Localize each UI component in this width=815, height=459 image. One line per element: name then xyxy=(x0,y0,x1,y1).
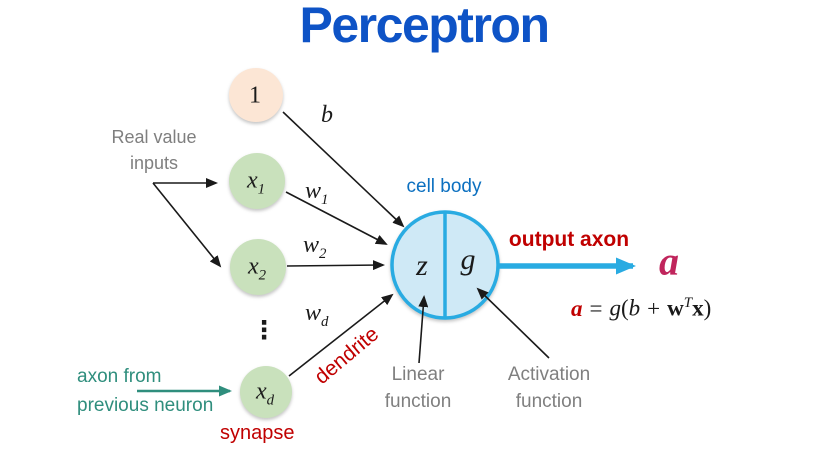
formula-a: a xyxy=(571,295,583,321)
xd-node-circle xyxy=(240,366,292,418)
formula-g: g xyxy=(609,295,621,321)
x2-sub: 2 xyxy=(258,267,267,284)
linear-function-line1: Linear xyxy=(391,364,445,385)
arrow-caption-to-x2 xyxy=(152,182,222,268)
wd-sub: d xyxy=(321,313,329,330)
arrow-linear-function-callout xyxy=(418,295,429,364)
ellipsis-dots: ⋮ xyxy=(251,315,277,345)
formula-transpose: T xyxy=(683,295,693,311)
formula-open-paren: ( xyxy=(620,295,629,321)
x2-node-label: x2 xyxy=(248,254,266,285)
xd-node-label: xd xyxy=(256,379,274,410)
axon-from-previous-line2: previous neuron xyxy=(77,395,214,416)
formula-x: x xyxy=(692,295,704,321)
w2-base: w xyxy=(303,232,320,258)
formula-close-paren: ) xyxy=(703,295,712,321)
bias-weight-label: b xyxy=(321,102,333,128)
real-value-inputs-caption: Real value inputs xyxy=(111,124,196,176)
arrow-xd-to-cell xyxy=(288,293,394,377)
linear-function-symbol: z xyxy=(416,249,428,282)
real-value-inputs-line2: inputs xyxy=(129,153,179,173)
activation-function-caption: Activation function xyxy=(508,361,590,415)
synapse-caption: synapse xyxy=(220,422,295,444)
axon-from-previous-line1: axon from xyxy=(77,366,162,387)
arrow-bias-to-cell xyxy=(282,111,405,228)
perceptron-formula: a=g(b+wTx) xyxy=(571,295,711,322)
w1-label: w1 xyxy=(305,178,328,209)
formula-w: w xyxy=(667,295,684,321)
activation-function-line2: function xyxy=(515,391,583,412)
linear-function-caption: Linear function xyxy=(385,361,452,415)
x2-node-circle xyxy=(230,239,286,295)
w2-label: w2 xyxy=(303,232,326,263)
real-value-inputs-line1: Real value xyxy=(111,127,197,147)
xd-sub: d xyxy=(266,392,275,409)
x1-node-circle xyxy=(229,153,285,209)
wd-base: w xyxy=(305,300,322,326)
w2-sub: 2 xyxy=(319,245,327,262)
bias-node-circle xyxy=(229,68,283,122)
axon-from-previous-caption: axon from previous neuron xyxy=(77,362,213,420)
x1-sub: 1 xyxy=(257,181,266,198)
activation-function-line1: Activation xyxy=(507,364,591,385)
input-caption-arrows xyxy=(152,178,222,268)
formula-plus: + xyxy=(647,295,661,321)
arrow-activation-function-callout xyxy=(476,287,550,359)
activation-function-symbol: g xyxy=(460,243,476,276)
linear-function-line2: function xyxy=(384,391,452,412)
formula-b: b xyxy=(628,295,641,321)
bias-node-label: 1 xyxy=(249,82,261,109)
output-axon-caption: output axon xyxy=(508,228,630,251)
formula-equals: = xyxy=(589,295,603,321)
w1-sub: 1 xyxy=(321,191,329,208)
arrow-x2-to-cell xyxy=(286,260,385,271)
x2-base: x xyxy=(247,253,259,280)
weighted-input-arrows xyxy=(282,111,405,377)
cell-body-caption: cell body xyxy=(406,176,482,197)
page-title: Perceptron xyxy=(299,0,550,53)
x1-base: x xyxy=(246,167,258,194)
output-value-symbol: a xyxy=(659,238,679,284)
xd-base: x xyxy=(255,378,267,405)
arrow-x1-to-cell xyxy=(285,191,388,245)
w1-base: w xyxy=(305,178,322,204)
x1-node-label: x1 xyxy=(247,168,265,199)
wd-label: wd xyxy=(305,300,328,331)
